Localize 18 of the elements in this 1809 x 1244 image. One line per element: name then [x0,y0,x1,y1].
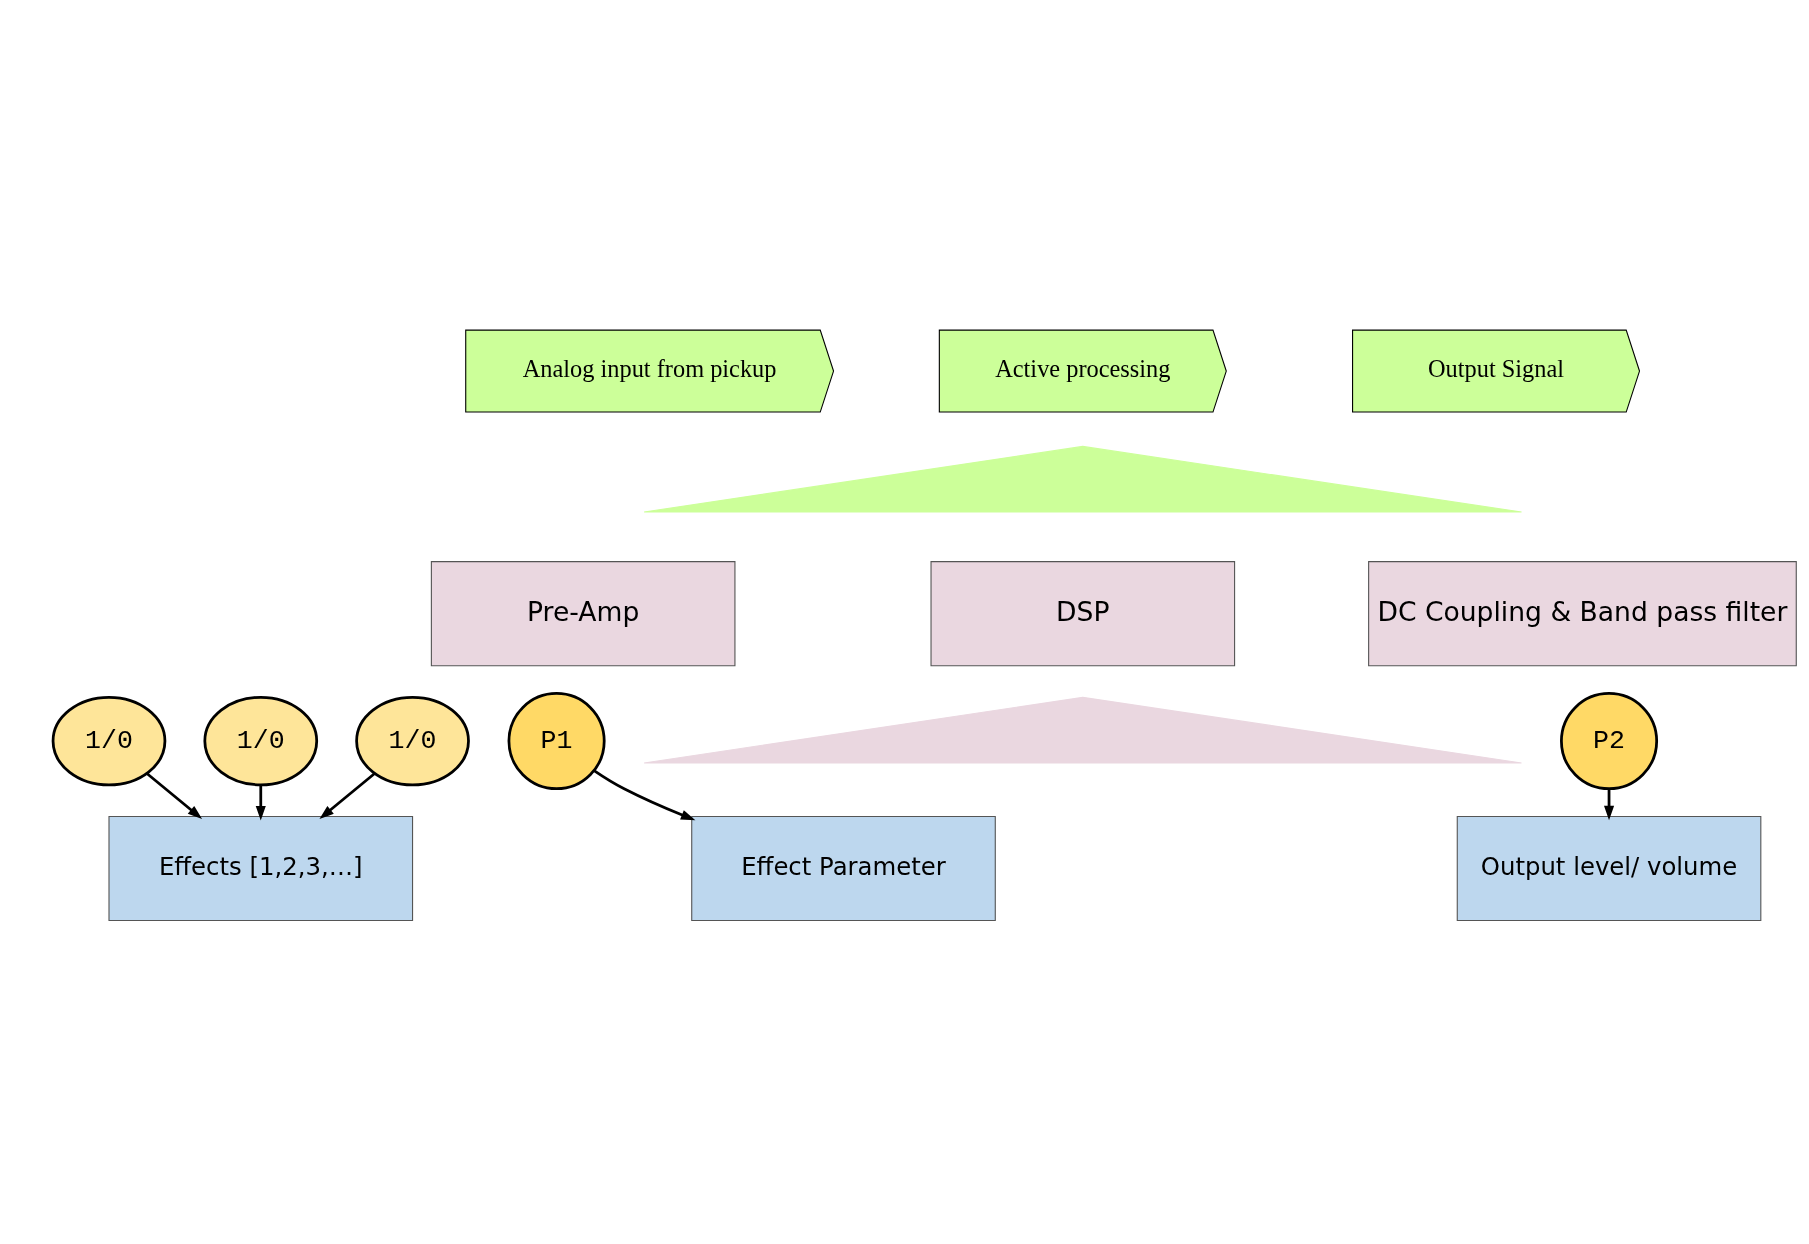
node-box: DC Coupling & Band pass filter [1368,561,1797,667]
node-circle: P1 [507,692,606,791]
arrow [319,772,376,819]
node-ellipse: 1/0 [51,695,167,787]
node-box: Effect Parameter [691,815,996,922]
arrow [1604,788,1615,821]
node-ellipse: 1/0 [203,695,319,787]
node-box: Effects [1,2,3,…] [108,815,414,922]
node-ellipse: 1/0 [355,695,470,787]
node-box: Output level/ volume [1456,815,1762,922]
arrow [255,784,266,821]
node-box: Pre-Amp [430,561,736,667]
node-triangle [643,445,1523,513]
arrow [593,769,696,821]
node-circle: P2 [1560,692,1659,791]
node-box: DSP [930,561,1236,667]
arrow [146,772,203,819]
node-triangle [643,696,1523,764]
